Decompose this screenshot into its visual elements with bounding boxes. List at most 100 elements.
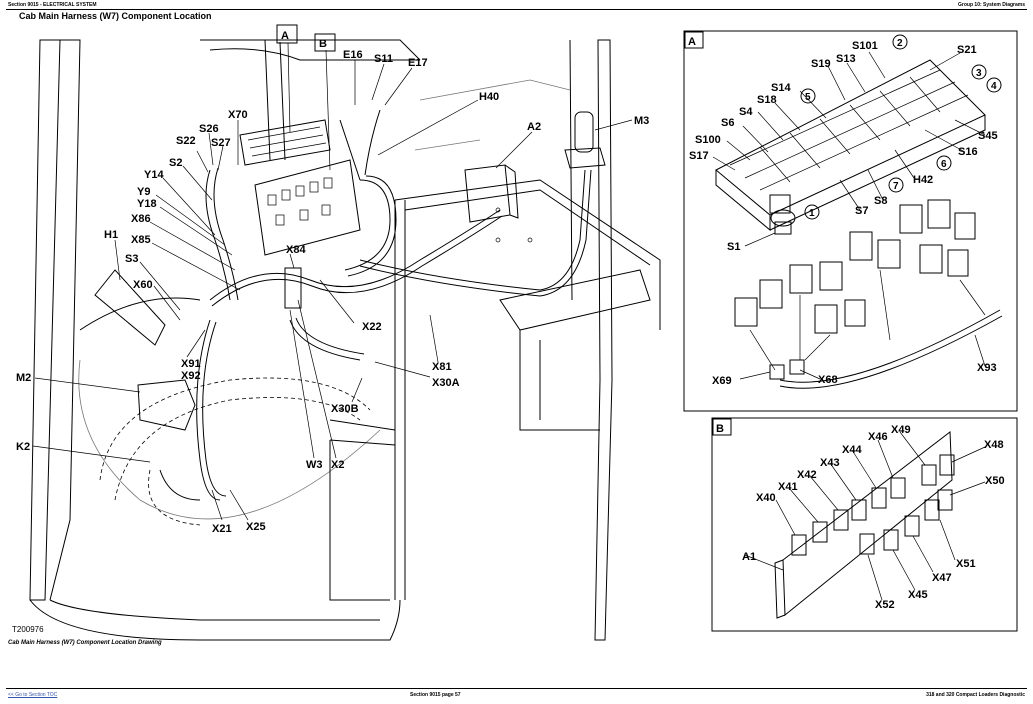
label-S3: S3 — [125, 253, 138, 265]
callout-6 — [936, 155, 952, 171]
connector-x84 — [284, 267, 302, 309]
inset-a-tag: A — [688, 36, 696, 48]
label-A: A — [281, 30, 289, 42]
label-M3: M3 — [634, 115, 649, 127]
label-E17: E17 — [408, 57, 428, 69]
label-Y18: Y18 — [137, 198, 157, 210]
label-X70: X70 — [228, 109, 248, 121]
callout-1 — [804, 204, 820, 220]
label-X47: X47 — [932, 572, 952, 584]
footer-rule — [6, 688, 1027, 689]
label-S18: S18 — [757, 94, 777, 106]
label-X44: X44 — [842, 444, 862, 456]
inset-a: A 2 3 4 5 — [683, 30, 1018, 412]
relay-board-b — [254, 159, 361, 256]
label-S1: S1 — [727, 241, 740, 253]
label-X25: X25 — [246, 521, 266, 533]
callout-5 — [800, 88, 816, 104]
label-S22: S22 — [176, 135, 196, 147]
label-K2: K2 — [16, 441, 30, 453]
label-S7: S7 — [855, 205, 868, 217]
label-S6: S6 — [721, 117, 734, 129]
label-S100: S100 — [695, 134, 721, 146]
callout-2-label: 2 — [897, 38, 903, 49]
label-W3: W3 — [306, 459, 323, 471]
go-to-toc-link[interactable]: << Go to Section TOC — [8, 692, 58, 698]
label-X30B: X30B — [331, 403, 359, 415]
label-S21: S21 — [957, 44, 977, 56]
switch-panel-a — [239, 119, 331, 166]
speaker-h1 — [94, 269, 166, 346]
page-title: Cab Main Harness (W7) Component Location — [19, 11, 212, 21]
label-X30A: X30A — [432, 377, 460, 389]
label-H42: H42 — [913, 174, 933, 186]
label-X40: X40 — [756, 492, 776, 504]
label-X86: X86 — [131, 213, 151, 225]
label-X21: X21 — [212, 523, 232, 535]
figure-caption: Cab Main Harness (W7) Component Location… — [8, 640, 162, 646]
label-H1: H1 — [104, 229, 118, 241]
label-S45: S45 — [978, 130, 998, 142]
callout-3 — [971, 64, 987, 80]
label-X49: X49 — [891, 424, 911, 436]
main-labels: A B E16 S11 E17 H40 A2 M3 X70 S26 S22 S2… — [16, 24, 649, 535]
label-X51: X51 — [956, 558, 976, 570]
header-rule — [6, 9, 1027, 10]
cab-outline — [29, 39, 661, 641]
footer-page: Section 9015 page 57 — [410, 692, 461, 698]
callout-7 — [888, 177, 904, 193]
label-B: B — [319, 38, 327, 50]
label-X85: X85 — [131, 234, 151, 246]
harness-bundles — [159, 109, 592, 501]
callout-7-label: 7 — [893, 181, 899, 192]
label-X45: X45 — [908, 589, 928, 601]
label-E16: E16 — [343, 49, 363, 61]
callout-1-label: 1 — [809, 208, 815, 219]
label-X60: X60 — [133, 279, 153, 291]
label-X48: X48 — [984, 439, 1004, 451]
label-X84: X84 — [286, 244, 306, 256]
motor-m2 — [137, 379, 196, 431]
label-S8: S8 — [874, 195, 887, 207]
label-X42: X42 — [797, 469, 817, 481]
label-S27: S27 — [211, 137, 231, 149]
view-a-box — [276, 24, 298, 44]
inset-b-tag: B — [716, 423, 724, 435]
label-X81: X81 — [432, 361, 452, 373]
label-X43: X43 — [820, 457, 840, 469]
inset-b: B X46 X49 X48 X44 X43 X42 X41 X40 X50 A1… — [711, 417, 1018, 632]
controller-a2 — [464, 164, 519, 223]
label-H40: H40 — [479, 91, 499, 103]
label-X46: X46 — [868, 431, 888, 443]
label-S13: S13 — [836, 53, 856, 65]
wiper-motor-m3 — [564, 111, 606, 169]
label-S19: S19 — [811, 58, 831, 70]
inset-b-tag-box — [712, 418, 732, 436]
label-X52: X52 — [875, 599, 895, 611]
label-S11: S11 — [374, 53, 393, 65]
label-A1: A1 — [742, 551, 756, 563]
label-X22: X22 — [362, 321, 382, 333]
label-Y9: Y9 — [137, 186, 150, 198]
inset-a-frame — [683, 30, 1018, 412]
label-X41: X41 — [778, 481, 798, 493]
label-X91: X91 — [181, 358, 201, 370]
figure-id: T200976 — [12, 625, 44, 634]
label-X2: X2 — [331, 459, 344, 471]
label-S101: S101 — [852, 40, 878, 52]
label-Y14: Y14 — [144, 169, 164, 181]
inset-a-tag-box — [684, 31, 704, 49]
label-X93: X93 — [977, 362, 997, 374]
inset-b-frame — [711, 417, 1018, 632]
header-group: Group 10: System Diagrams — [958, 2, 1025, 8]
label-S17: S17 — [689, 150, 709, 162]
label-A2: A2 — [527, 121, 541, 133]
label-S14: S14 — [771, 82, 791, 94]
label-X68: X68 — [818, 374, 838, 386]
callout-2 — [892, 34, 908, 50]
header-section: Section 9015 - ELECTRICAL SYSTEM — [8, 2, 97, 8]
callout-4-label: 4 — [991, 81, 997, 92]
callout-4 — [986, 77, 1002, 93]
main-leaders — [32, 42, 633, 521]
